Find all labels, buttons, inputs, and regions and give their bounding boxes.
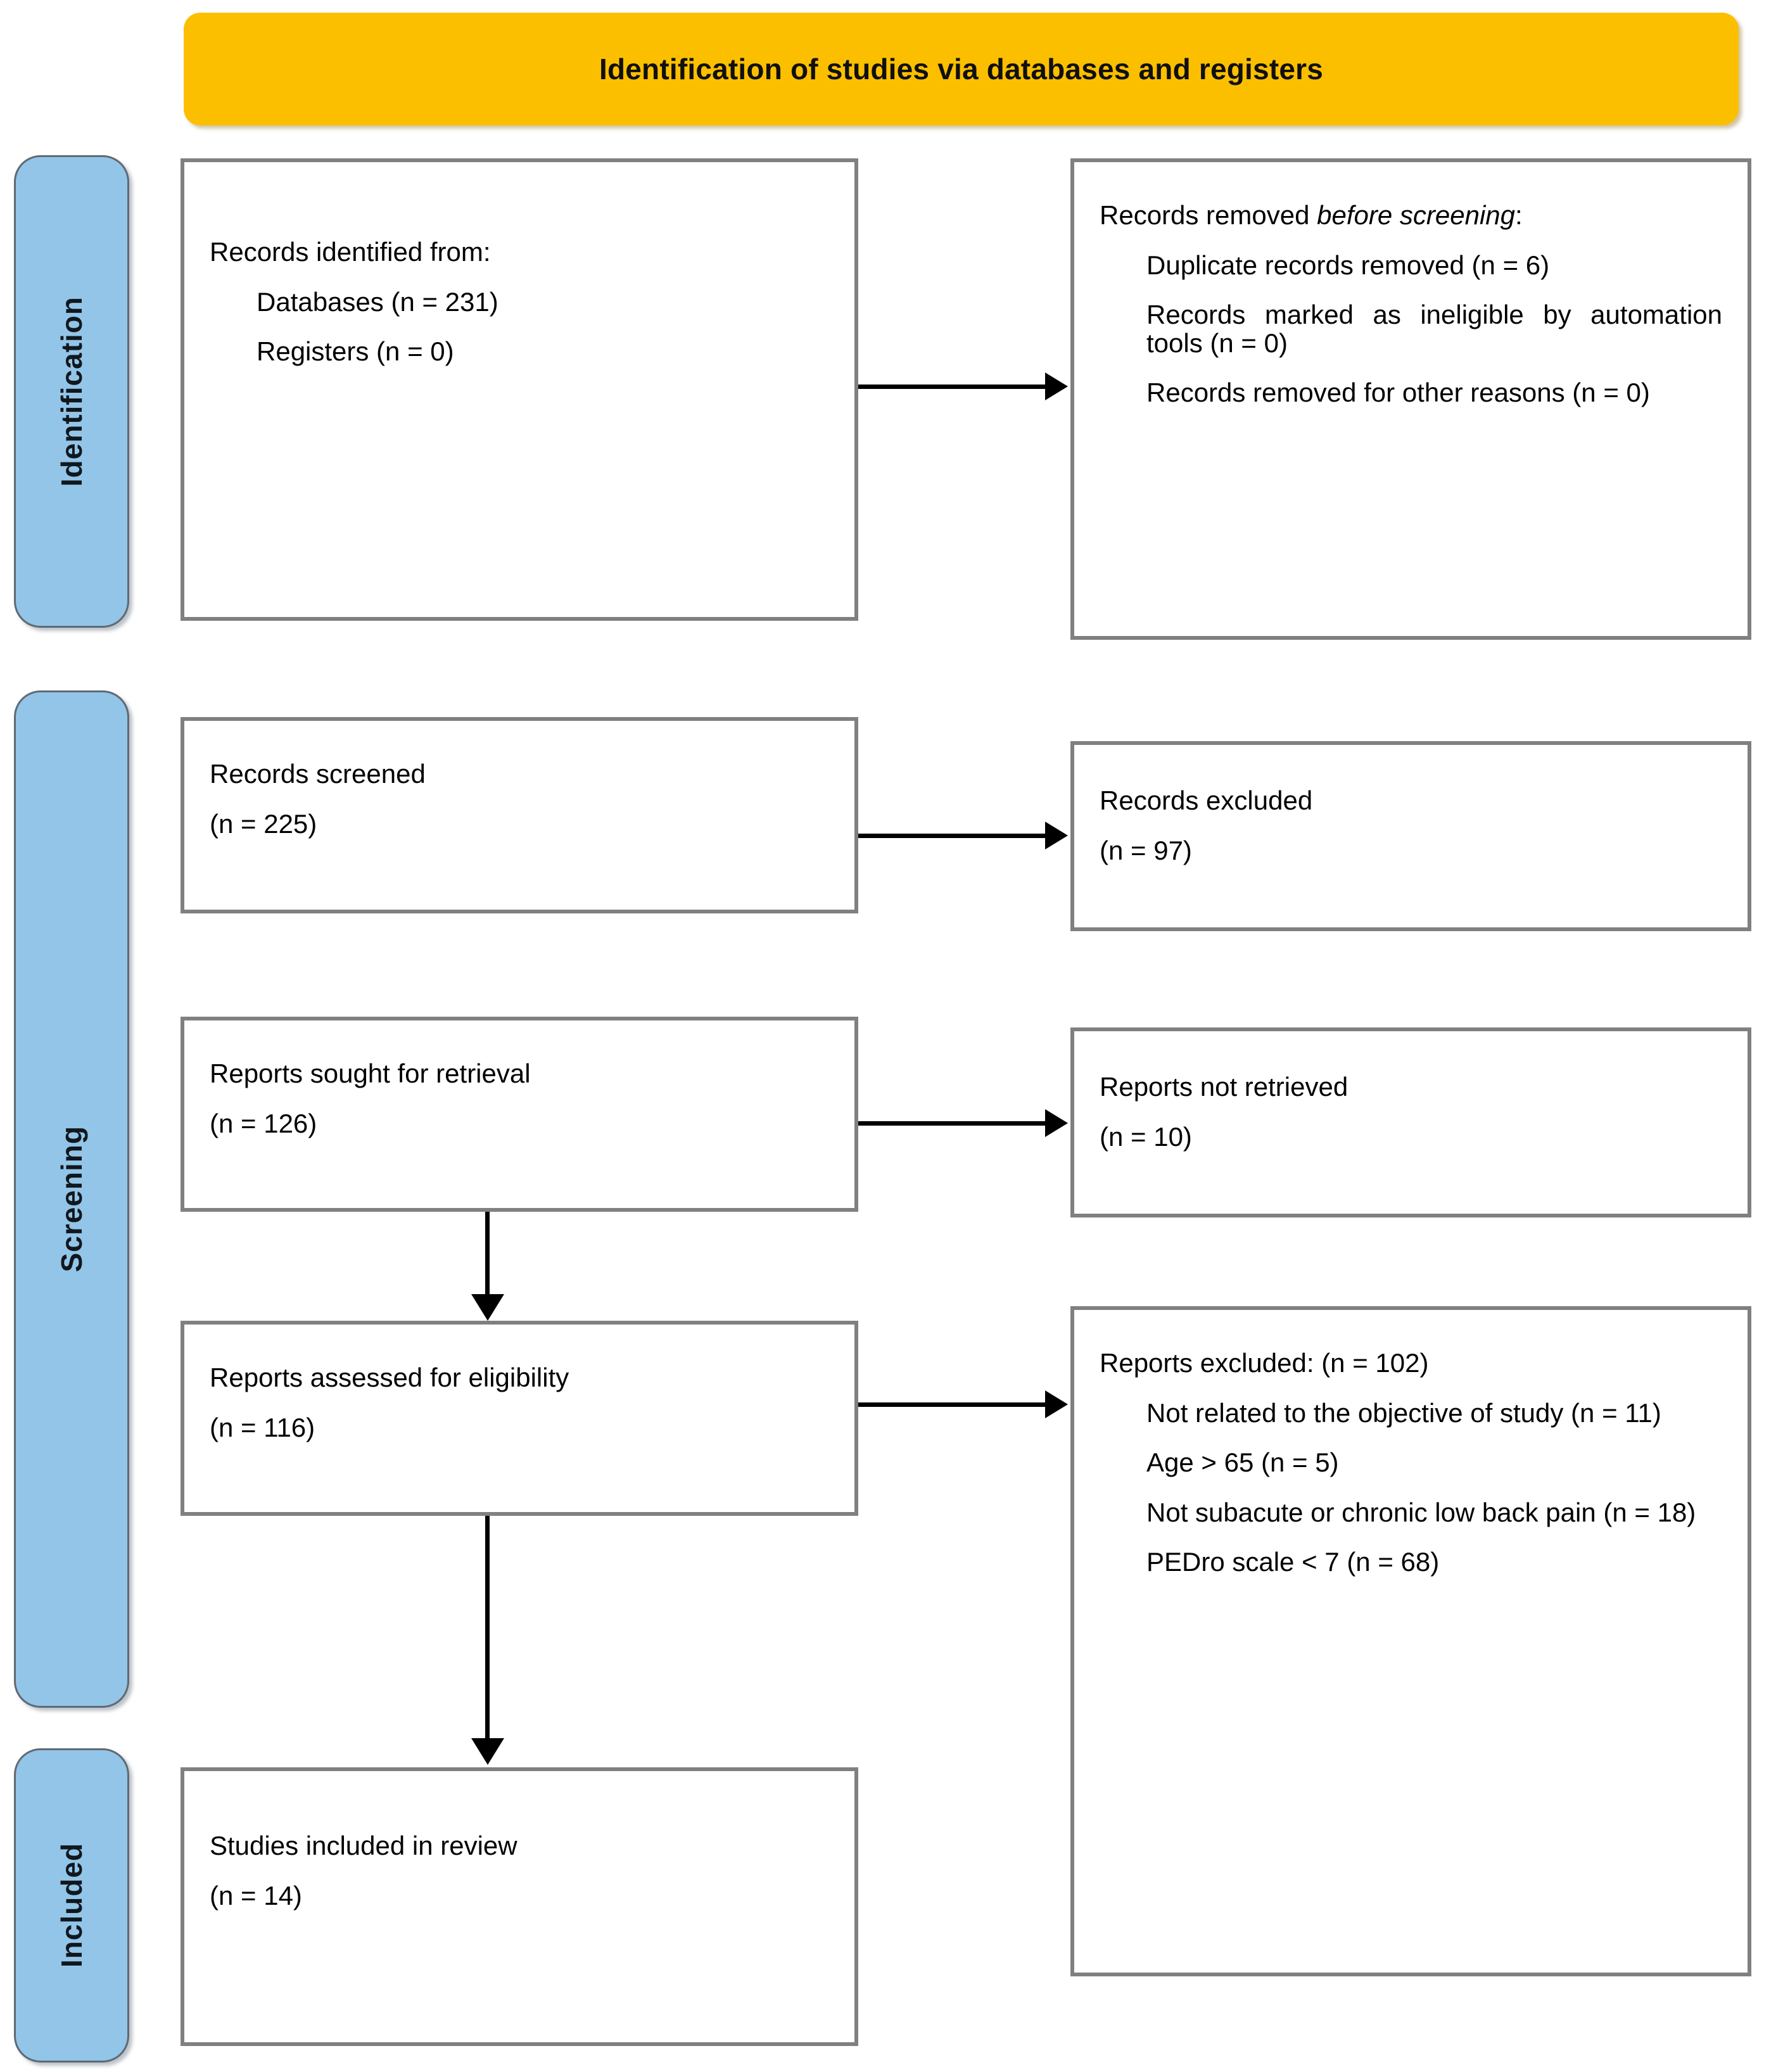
studies-included-count: (n = 14) bbox=[210, 1880, 302, 1910]
phase-label-screening: Screening bbox=[14, 690, 129, 1708]
arrow-sought-to-assessed-line bbox=[485, 1212, 490, 1298]
records-removed-automation: Records marked as ineligible by automati… bbox=[1146, 300, 1722, 358]
arrow-assessed-to-reportsexcluded-line bbox=[858, 1402, 1048, 1407]
arrow-sought-to-notretrieved-line bbox=[858, 1121, 1048, 1126]
reports-excluded-reason-2: Age > 65 (n = 5) bbox=[1146, 1447, 1339, 1478]
reports-assessed-count: (n = 116) bbox=[210, 1412, 315, 1442]
reports-assessed-label: Reports assessed for eligibility bbox=[210, 1363, 569, 1392]
reports-excluded-reason-4: PEDro scale < 7 (n = 68) bbox=[1146, 1547, 1440, 1577]
arrow-identified-to-removed-line bbox=[858, 385, 1048, 389]
box-records-excluded: Records excluded (n = 97) bbox=[1070, 741, 1751, 931]
reports-not-retrieved-count: (n = 10) bbox=[1100, 1121, 1192, 1152]
arrow-screened-to-excluded-head bbox=[1045, 822, 1068, 849]
records-identified-heading: Records identified from: bbox=[210, 237, 491, 267]
phase-label-included-text: Included bbox=[55, 1843, 88, 1968]
box-reports-assessed-for-eligibility: Reports assessed for eligibility (n = 11… bbox=[181, 1321, 858, 1516]
records-excluded-label: Records excluded bbox=[1100, 785, 1313, 815]
box-reports-excluded: Reports excluded: (n = 102) Not related … bbox=[1070, 1306, 1751, 1976]
records-removed-heading-colon: : bbox=[1515, 200, 1523, 230]
arrow-identified-to-removed-head bbox=[1045, 372, 1068, 400]
arrow-sought-to-notretrieved-head bbox=[1045, 1109, 1068, 1137]
reports-sought-count: (n = 126) bbox=[210, 1108, 317, 1138]
arrow-assessed-to-included-line bbox=[485, 1516, 490, 1741]
records-identified-registers: Registers (n = 0) bbox=[257, 336, 454, 367]
box-reports-not-retrieved: Reports not retrieved (n = 10) bbox=[1070, 1027, 1751, 1217]
records-removed-heading-italic: before screening bbox=[1317, 200, 1516, 230]
reports-sought-label: Reports sought for retrieval bbox=[210, 1058, 531, 1088]
box-records-screened: Records screened (n = 225) bbox=[181, 717, 858, 913]
records-removed-duplicates: Duplicate records removed (n = 6) bbox=[1146, 250, 1550, 280]
records-excluded-count: (n = 97) bbox=[1100, 835, 1192, 865]
arrow-assessed-to-reportsexcluded-head bbox=[1045, 1390, 1068, 1418]
records-screened-count: (n = 225) bbox=[210, 808, 317, 839]
diagram-header-banner: Identification of studies via databases … bbox=[184, 13, 1739, 125]
records-removed-heading-plain: Records removed bbox=[1100, 200, 1317, 230]
phase-label-included: Included bbox=[14, 1748, 129, 2062]
arrow-sought-to-assessed-head bbox=[471, 1294, 504, 1321]
records-screened-label: Records screened bbox=[210, 759, 426, 789]
box-studies-included-in-review: Studies included in review (n = 14) bbox=[181, 1767, 858, 2046]
studies-included-label: Studies included in review bbox=[210, 1831, 517, 1860]
box-records-removed-before-screening: Records removed before screening: Duplic… bbox=[1070, 158, 1751, 640]
records-identified-databases: Databases (n = 231) bbox=[257, 286, 498, 317]
phase-label-identification: Identification bbox=[14, 155, 129, 628]
reports-excluded-heading: Reports excluded: (n = 102) bbox=[1100, 1348, 1429, 1378]
box-reports-sought-for-retrieval: Reports sought for retrieval (n = 126) bbox=[181, 1017, 858, 1212]
banner-title: Identification of studies via databases … bbox=[599, 53, 1324, 86]
arrow-screened-to-excluded-line bbox=[858, 834, 1048, 838]
reports-excluded-reason-3: Not subacute or chronic low back pain (n… bbox=[1146, 1497, 1696, 1527]
phase-label-screening-text: Screening bbox=[55, 1126, 88, 1273]
reports-not-retrieved-label: Reports not retrieved bbox=[1100, 1072, 1348, 1102]
phase-label-identification-text: Identification bbox=[55, 296, 88, 487]
arrow-assessed-to-included-head bbox=[471, 1738, 504, 1765]
reports-excluded-reason-1: Not related to the objective of study (n… bbox=[1146, 1397, 1661, 1428]
records-removed-heading: Records removed before screening: bbox=[1100, 201, 1722, 230]
records-removed-other: Records removed for other reasons (n = 0… bbox=[1146, 378, 1650, 408]
box-records-identified: Records identified from: Databases (n = … bbox=[181, 158, 858, 621]
